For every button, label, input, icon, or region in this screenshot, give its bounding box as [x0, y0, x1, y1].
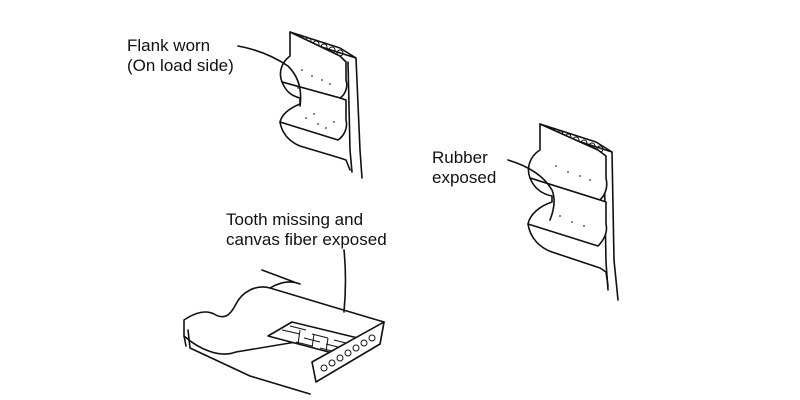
- flank-worn-label-line2: (On load side): [127, 56, 234, 75]
- flank-worn-label-line1: Flank worn: [127, 36, 211, 55]
- rubber-exposed-leader: [507, 159, 555, 221]
- tooth-missing-label: Tooth missing and canvas fiber exposed: [226, 210, 387, 250]
- rubber-exposed-label-line2: exposed: [432, 168, 497, 187]
- belt-flank-worn: [237, 31, 363, 179]
- tooth-missing-label-line1: Tooth missing and: [226, 210, 364, 229]
- tooth-missing-label-line2: canvas fiber exposed: [226, 230, 387, 249]
- wear-texture: [297, 69, 335, 129]
- belt-rubber-exposed: [507, 123, 619, 301]
- belt-tooth-missing: [183, 249, 385, 395]
- rubber-exposed-label: Rubber exposed: [432, 148, 496, 188]
- tooth-missing-leader: [343, 249, 347, 313]
- flank-worn-label: Flank worn (On load side): [127, 36, 234, 76]
- flank-worn-leader: [237, 45, 302, 107]
- rubber-exposed-label-line1: Rubber: [432, 148, 488, 167]
- cord-ends: [320, 334, 376, 372]
